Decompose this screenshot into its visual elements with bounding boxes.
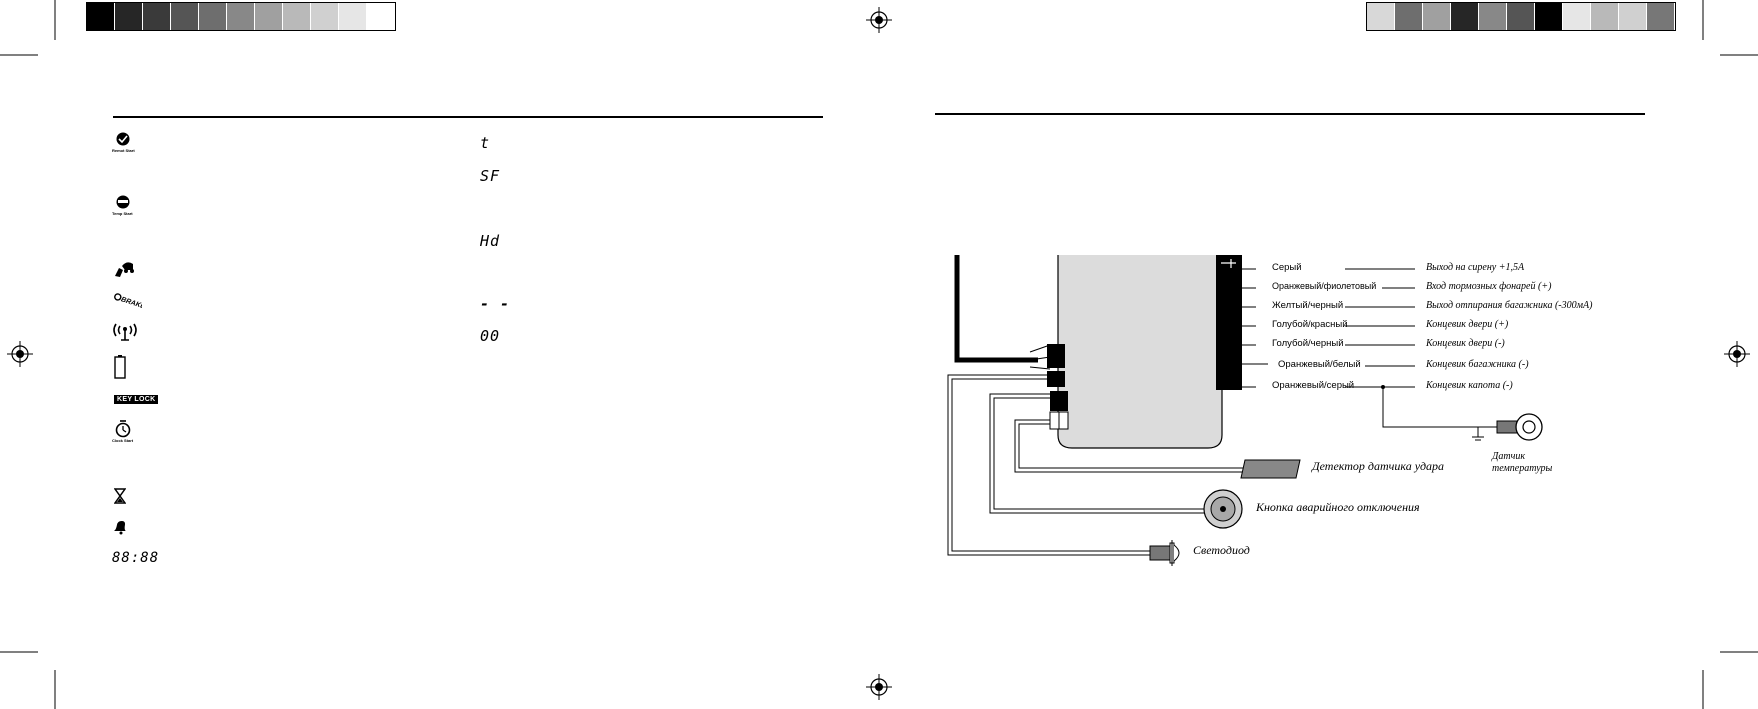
color-swatch (1367, 3, 1395, 30)
function-label-5: Концевик двери (-) (1426, 338, 1505, 349)
function-label-7: Концевик капота (-) (1426, 380, 1513, 391)
main-harness-cable (954, 255, 1038, 363)
temp-start-caption: Temp Start (112, 211, 133, 216)
registration-mark-bottom (866, 674, 892, 700)
temp-start-icon (114, 195, 132, 214)
color-swatch (1535, 3, 1563, 30)
color-swatch (143, 3, 171, 30)
brake-icon: BRAKE (112, 293, 146, 314)
segment-t-icon: t (480, 134, 491, 152)
color-calibration-bar-right (1366, 2, 1676, 31)
right-header-rule (935, 113, 1645, 115)
color-swatch (283, 3, 311, 30)
color-swatch (339, 3, 367, 30)
color-swatch (1451, 3, 1479, 30)
temp-sensor-label-2: температуры (1492, 463, 1553, 474)
color-swatch (311, 3, 339, 30)
clock-start-caption: Clock Start (112, 438, 134, 443)
temperature-sensor (1496, 413, 1543, 441)
temp-sensor-label-1: Датчик (1492, 451, 1526, 462)
wire-label-7: Оранжевый/серый (1272, 380, 1355, 391)
wire-label-4: Голубой/красный (1272, 319, 1348, 330)
color-swatch (367, 3, 395, 30)
left-header-rule (113, 116, 823, 118)
color-swatch (87, 3, 115, 30)
emergency-button (1203, 489, 1243, 529)
hourglass-icon (113, 488, 127, 509)
color-swatch (1619, 3, 1647, 30)
color-swatch (1507, 3, 1535, 30)
remote-start-caption: Remot Start (112, 148, 135, 153)
connector-3 (1050, 391, 1068, 411)
color-swatch (255, 3, 283, 30)
shock-sensor (1240, 459, 1301, 479)
color-swatch (1395, 3, 1423, 30)
wire-label-1: Серый (1272, 262, 1302, 273)
color-swatch (1423, 3, 1451, 30)
registration-mark-left (7, 341, 33, 367)
segment-sf-icon: SF (480, 167, 501, 185)
color-swatch (1591, 3, 1619, 30)
led-indicator (1149, 540, 1180, 566)
digital-clock-icon: 88:88 (112, 550, 160, 566)
function-label-2: Вход тормозных фонарей (+) (1426, 281, 1552, 292)
color-swatch (1479, 3, 1507, 30)
emergency-button-label: Кнопка аварийного отключения (1256, 500, 1420, 514)
segment-hd-icon: Hd (480, 232, 501, 250)
remote-start-icon (114, 132, 132, 151)
color-swatch (227, 3, 255, 30)
car-remote-icon (113, 258, 135, 283)
led-label: Светодиод (1193, 543, 1250, 557)
color-swatch (115, 3, 143, 30)
battery-icon (114, 355, 126, 384)
key-lock-icon: KEY LOCK (114, 395, 159, 404)
clock-start-icon (114, 420, 132, 443)
bell-icon (113, 519, 128, 540)
color-calibration-bar-left (86, 2, 396, 31)
function-label-1: Выход на сирену +1,5А (1426, 262, 1525, 273)
segment-dash-icon: - - (480, 295, 511, 313)
function-label-4: Концевик двери (+) (1426, 319, 1509, 330)
function-label-3: Выход отпирания багажника (-300мА) (1426, 300, 1593, 311)
antenna-icon (113, 323, 137, 346)
shock-sensor-label: Детектор датчика удара (1312, 459, 1445, 473)
right-wires (1242, 268, 1498, 441)
registration-mark-right (1724, 341, 1750, 367)
connector-2 (1047, 371, 1065, 387)
right-connector-block (1216, 255, 1242, 390)
wire-label-5: Голубой/черный (1272, 338, 1344, 349)
color-swatch (1563, 3, 1591, 30)
wire-label-3: Желтый/черный (1272, 300, 1344, 311)
registration-mark-top (866, 7, 892, 33)
wire-label-6: Оранжевый/белый (1278, 359, 1361, 370)
function-label-6: Концевик багажника (-) (1426, 359, 1529, 370)
color-swatch (171, 3, 199, 30)
wire-label-2: Оранжевый/фиолетовый (1272, 281, 1377, 291)
color-swatch (199, 3, 227, 30)
connector-1 (1047, 344, 1065, 368)
segment-00-icon: 00 (480, 327, 501, 345)
color-swatch (1647, 3, 1675, 30)
control-module (1057, 255, 1223, 449)
